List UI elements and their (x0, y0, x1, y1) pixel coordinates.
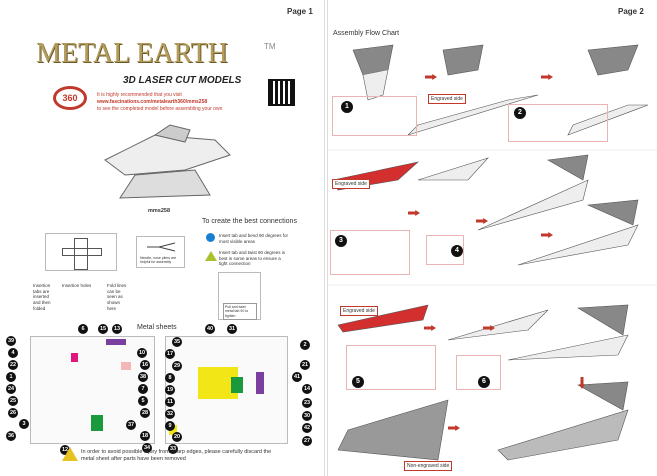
part-number: 20 (172, 432, 182, 442)
360-badge: 360 (53, 86, 87, 110)
part-number: 24 (6, 384, 16, 394)
metal-earth-logo: METAL EARTH (36, 38, 228, 69)
left-metal-sheet (30, 336, 155, 444)
part-number: 11 (165, 397, 175, 407)
bend-instruction: Insert tab and bend 90 degrees for most … (219, 233, 289, 244)
part-number: 9 (165, 421, 175, 431)
part-number: 29 (172, 361, 182, 371)
insertion-diagram (45, 233, 117, 271)
page-number: Page 2 (618, 7, 644, 16)
part-number: 4 (8, 348, 18, 358)
part-number: 3 (19, 419, 29, 429)
pliers-box: Needle- nose pliers are helpful for asse… (136, 236, 185, 268)
non-engraved-label: Non-engraved side (404, 461, 453, 471)
part-number: 14 (302, 384, 312, 394)
part-number: 15 (98, 324, 108, 334)
warning-text: In order to avoid possible injury from s… (81, 449, 272, 462)
step-2-detail: 2 (508, 104, 608, 142)
part-number: 21 (300, 360, 310, 370)
part-number: 40 (205, 324, 215, 334)
subtitle: 3D LASER CUT MODELS (123, 75, 242, 86)
arrow-icon (541, 232, 553, 238)
page-number: Page 1 (287, 7, 313, 16)
step-1-detail: 1 (332, 96, 417, 136)
arrow-icon (424, 325, 436, 331)
step-3-detail: 3 (330, 230, 410, 275)
part-number: 31 (227, 324, 237, 334)
twist-diagram: Pull and twist metal tab 90 to tighten (218, 272, 261, 321)
twist-note: Pull and twist metal tab 90 to tighten (223, 303, 257, 321)
step-number: 2 (514, 107, 526, 119)
part-number: 37 (126, 420, 136, 430)
part-number: 28 (140, 408, 150, 418)
step-number: 6 (478, 376, 490, 388)
visit-url[interactable]: www.fascinations.com/metalearth360/mms25… (97, 99, 208, 105)
step-5-detail: 5 (346, 345, 436, 390)
model-code: mms258 (148, 208, 171, 214)
part-number: 7 (138, 384, 148, 394)
part-number: 34 (142, 443, 152, 453)
step-number: 5 (352, 376, 364, 388)
step-number: 3 (335, 235, 347, 247)
model-illustration (104, 124, 231, 199)
holes-legend: Insertion holes (62, 283, 92, 288)
part-number: 18 (140, 431, 150, 441)
engraved-label: Engraved side (428, 94, 466, 104)
page-1: Page 1 METAL EARTH TM 3D LASER CUT MODEL… (0, 0, 325, 476)
arrow-icon (448, 425, 460, 431)
step-number: 1 (341, 101, 353, 113)
part-number: 26 (8, 408, 18, 418)
part-number: 25 (8, 396, 18, 406)
step-4-detail: 4 (426, 235, 464, 265)
engraved-label: Engraved side (340, 306, 378, 316)
part-number: 36 (6, 431, 16, 441)
page-2: Page 2 Assembly Flow Chart 1 2 3 4 5 6 E… (327, 0, 657, 476)
part-number: 17 (165, 349, 175, 359)
part-number: 30 (302, 411, 312, 421)
arrow-icon (541, 74, 553, 80)
tabs-legend: Insertion tabs are inserted and then fol… (33, 283, 51, 311)
part-number: 23 (302, 398, 312, 408)
arrow-icon (408, 210, 420, 216)
arrow-icon (425, 74, 437, 80)
step-number: 4 (451, 245, 463, 257)
part-number: 1 (6, 372, 16, 382)
part-number: 27 (302, 436, 312, 446)
part-number: 41 (292, 372, 302, 382)
twist-triangle-icon (205, 251, 217, 261)
part-number: 33 (168, 444, 178, 454)
right-metal-sheet (165, 336, 288, 444)
visit-text: It is highly recommended that you visit (97, 92, 182, 98)
twist-instruction: Insert tab and twist 90 degrees is best … (219, 250, 286, 267)
engraved-label: Engraved side (332, 179, 370, 189)
arrow-icon (476, 218, 488, 224)
part-number: 19 (165, 385, 175, 395)
part-number: 10 (137, 348, 147, 358)
part-number: 38 (138, 372, 148, 382)
part-number: 32 (165, 409, 175, 419)
part-number: 42 (302, 423, 312, 433)
step-6-detail: 6 (456, 355, 501, 390)
part-number: 13 (112, 324, 122, 334)
part-number: 16 (140, 360, 150, 370)
part-number: 35 (172, 337, 182, 347)
visit-text-2: to see the completed model before assemb… (97, 106, 223, 112)
flow-chart-title: Assembly Flow Chart (333, 30, 400, 37)
part-number: 22 (8, 360, 18, 370)
qr-code[interactable] (268, 79, 295, 106)
part-number: 5 (138, 396, 148, 406)
pliers-icon (147, 242, 176, 252)
arrow-icon (483, 325, 495, 331)
trademark: TM (264, 42, 276, 51)
bend-circle-icon (206, 233, 215, 242)
part-number: 8 (165, 373, 175, 383)
warning-icon (62, 447, 78, 461)
pliers-note: Needle- nose pliers are helpful for asse… (140, 256, 177, 265)
fold-legend: Fold lines can be seen as shown here (107, 283, 127, 311)
part-number: 39 (6, 336, 16, 346)
part-number: 6 (78, 324, 88, 334)
part-number: 2 (300, 340, 310, 350)
sheets-title: Metal sheets (137, 324, 177, 331)
connections-title: To create the best connections (202, 218, 297, 225)
